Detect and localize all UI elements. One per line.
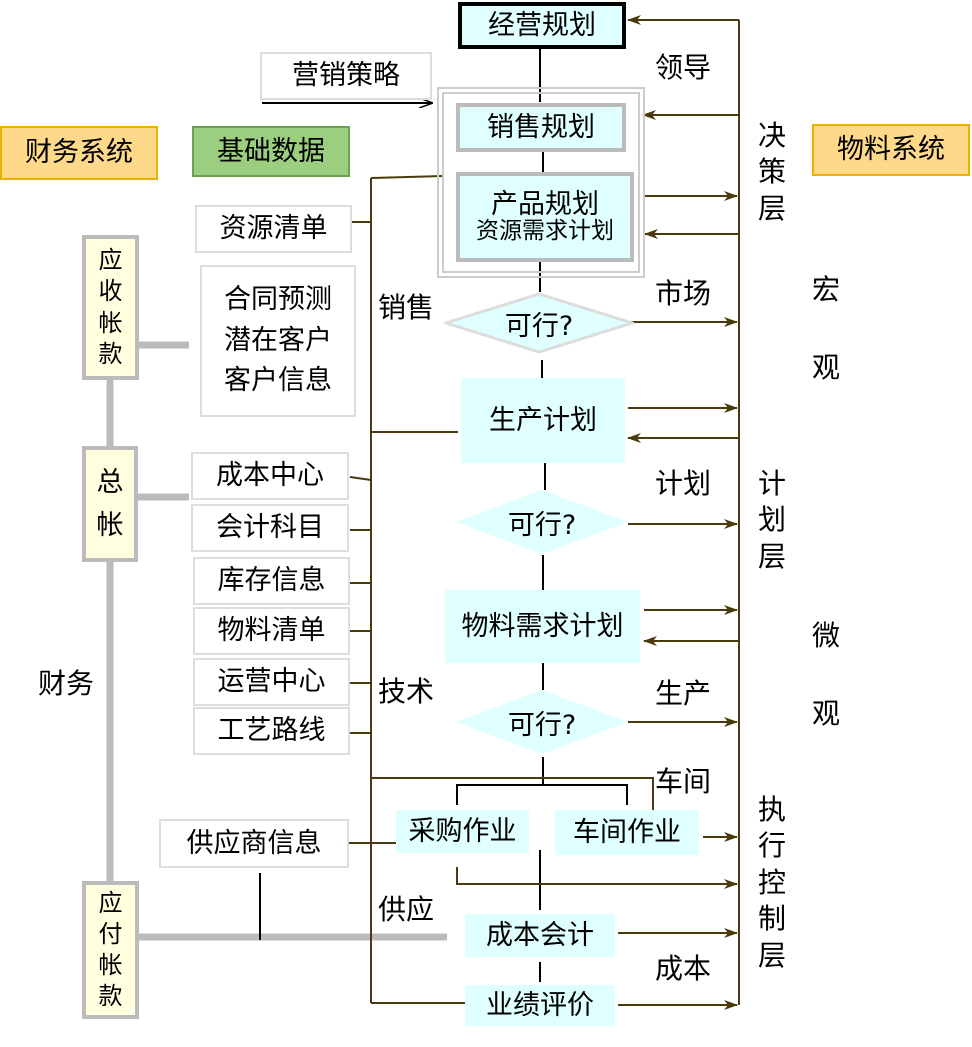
ledger-label: 总帐	[96, 466, 124, 541]
feasibility-check-2: 可行?	[456, 490, 628, 554]
accounts-label: 会计科目	[216, 512, 324, 544]
potential-customer-label: 潜在客户	[224, 324, 332, 356]
payable-label: 应付帐款	[98, 888, 123, 1011]
mrp-box: 物料需求计划	[445, 590, 640, 663]
contract-forecast-label: 合同预测	[224, 284, 332, 316]
production-plan-label: 生产计划	[489, 404, 597, 436]
performance-label: 业绩评价	[486, 989, 594, 1021]
execution-layer-label: 执行控制层	[757, 793, 786, 972]
base-data-text: 基础数据	[217, 135, 325, 167]
supply-label: 供应	[378, 893, 435, 926]
feasible-label: 可行?	[507, 509, 577, 541]
customer-info-box: 合同预测 潜在客户 客户信息	[200, 265, 356, 417]
shop-floor-label: 车间作业	[573, 816, 681, 848]
ledger-box: 总帐	[82, 446, 138, 562]
plan-label: 计划	[655, 467, 712, 500]
market-label: 市场	[655, 277, 712, 310]
micro-label-1: 微	[812, 619, 841, 652]
purchasing-label: 采购作业	[408, 815, 517, 847]
ops-center-box: 运营中心	[193, 658, 350, 706]
macro-label-2: 观	[812, 351, 841, 384]
micro-label-2: 观	[812, 697, 841, 730]
marketing-strategy-box: 营销策略	[260, 52, 432, 100]
production-label: 生产	[655, 677, 712, 710]
inventory-box: 库存信息	[193, 557, 350, 605]
feasibility-check-3: 可行?	[456, 690, 628, 754]
customer-info-label: 客户信息	[224, 365, 332, 397]
feasibility-check-1: 可行?	[444, 292, 634, 354]
cost-center-label: 成本中心	[216, 460, 324, 492]
resource-requirements-label: 资源需求计划	[476, 218, 614, 245]
base-data-label: 基础数据	[192, 126, 350, 177]
leader-label: 领导	[655, 51, 712, 84]
macro-label-1: 宏	[812, 273, 841, 306]
marketing-strategy-label: 营销策略	[292, 60, 400, 92]
workshop-label: 车间	[655, 765, 712, 798]
receivable-box: 应收帐款	[82, 235, 139, 380]
bom-label: 物料清单	[217, 615, 326, 647]
tech-label: 技术	[378, 675, 435, 708]
routing-label: 工艺路线	[217, 715, 326, 747]
cost-accounting-box: 成本会计	[465, 914, 615, 957]
shop-floor-box: 车间作业	[555, 810, 699, 855]
routing-box: 工艺路线	[193, 707, 350, 755]
material-system-label: 物料系统	[812, 124, 970, 176]
inventory-label: 库存信息	[217, 565, 326, 597]
purchasing-box: 采购作业	[396, 810, 529, 853]
payable-box: 应付帐款	[82, 881, 139, 1019]
feasible-label: 可行?	[507, 709, 577, 741]
mrp-label: 物料需求计划	[461, 610, 624, 642]
resource-list-label: 资源清单	[219, 213, 328, 245]
bom-box: 物料清单	[193, 607, 350, 655]
accounts-box: 会计科目	[191, 504, 349, 552]
supplier-box: 供应商信息	[159, 819, 349, 868]
product-planning-label: 产品规划	[491, 188, 599, 220]
cost-label: 成本	[655, 952, 712, 985]
performance-box: 业绩评价	[465, 985, 615, 1026]
ops-center-label: 运营中心	[217, 666, 326, 698]
receivable-label: 应收帐款	[98, 246, 123, 368]
sales-planning-label: 销售规划	[487, 111, 595, 143]
resource-list-box: 资源清单	[195, 205, 352, 253]
sales-planning-box: 销售规划	[456, 103, 626, 152]
feasible-label: 可行?	[504, 310, 574, 342]
business-planning-box: 经营规划	[458, 2, 626, 49]
production-plan-box: 生产计划	[461, 378, 625, 463]
product-planning-box: 产品规划 资源需求计划	[456, 172, 634, 262]
material-system-text: 物料系统	[837, 134, 945, 166]
cost-accounting-label: 成本会计	[486, 919, 594, 951]
planning-layer-label: 计划层	[757, 467, 786, 573]
business-planning-label: 经营规划	[488, 9, 596, 41]
finance-system-label: 财务系统	[0, 126, 158, 180]
finance-system-text: 财务系统	[25, 137, 133, 169]
finance-label: 财务	[38, 667, 95, 700]
decision-layer-label: 决策层	[757, 119, 786, 225]
supplier-label: 供应商信息	[186, 827, 322, 859]
sales-label: 销售	[378, 291, 435, 324]
cost-center-box: 成本中心	[191, 452, 349, 500]
